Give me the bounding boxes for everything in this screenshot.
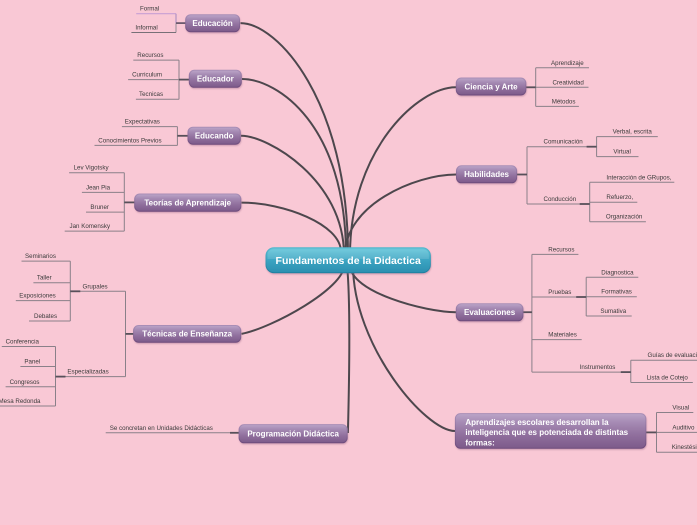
svg-text:Evaluaciones: Evaluaciones	[464, 308, 516, 317]
svg-text:Refuerzo,: Refuerzo,	[606, 194, 633, 201]
svg-text:Debates: Debates	[34, 313, 57, 320]
svg-text:Educador: Educador	[197, 75, 234, 84]
svg-text:Informal: Informal	[135, 25, 157, 32]
svg-text:Programación Didáctica: Programación Didáctica	[247, 430, 339, 439]
svg-text:Grupales: Grupales	[83, 283, 108, 290]
svg-text:Pruebas: Pruebas	[548, 289, 571, 296]
svg-text:Organización: Organización	[606, 214, 643, 221]
svg-text:Jean Pia: Jean Pia	[86, 184, 111, 191]
svg-text:Diagnostica: Diagnostica	[601, 269, 634, 276]
svg-text:Técnicas de Enseñanza: Técnicas de Enseñanza	[142, 330, 232, 339]
svg-text:Panel: Panel	[24, 359, 40, 366]
svg-text:Kinestésico: Kinestésico	[672, 444, 697, 451]
svg-text:Curriculum: Curriculum	[132, 72, 162, 79]
svg-text:Instrumentos: Instrumentos	[580, 364, 616, 371]
svg-text:Especializadas: Especializadas	[67, 369, 108, 376]
svg-text:Aprendizajes escolares desarro: Aprendizajes escolares desarrollan la	[465, 418, 609, 427]
svg-text:Verbal, escrita: Verbal, escrita	[613, 129, 653, 136]
svg-text:Auditivo: Auditivo	[672, 424, 695, 431]
svg-text:Habilidades: Habilidades	[464, 170, 509, 179]
svg-text:Congresos: Congresos	[10, 379, 40, 386]
svg-text:Taller: Taller	[37, 275, 52, 282]
svg-text:Visual: Visual	[672, 405, 689, 412]
svg-text:Lev Vigotsky: Lev Vigotsky	[74, 165, 110, 172]
svg-text:Lista de Cotejo: Lista de Cotejo	[647, 375, 689, 382]
svg-text:Tecnicas: Tecnicas	[139, 91, 163, 98]
svg-text:Creatividad: Creatividad	[553, 79, 585, 86]
svg-text:Formativas: Formativas	[601, 289, 632, 296]
svg-text:Comunicación: Comunicación	[544, 139, 584, 146]
svg-text:Virtual: Virtual	[613, 149, 630, 156]
svg-text:inteligencia que es potenciada: inteligencia que es potenciada de distin…	[465, 428, 628, 437]
svg-text:Conferencia: Conferencia	[6, 339, 40, 346]
svg-text:Mesa Redonda: Mesa Redonda	[0, 398, 41, 405]
svg-text:formas:: formas:	[465, 439, 494, 448]
svg-text:Recursos: Recursos	[548, 246, 574, 253]
svg-text:Sumativa: Sumativa	[600, 308, 626, 315]
svg-text:Materiales: Materiales	[548, 332, 577, 339]
svg-text:Formal: Formal	[140, 6, 159, 13]
svg-text:Expectativas: Expectativas	[125, 119, 160, 126]
svg-text:Educación: Educación	[192, 19, 233, 28]
svg-text:Exposiciones: Exposiciones	[19, 293, 55, 300]
svg-text:Fundamentos de la Didactica: Fundamentos de la Didactica	[276, 255, 421, 267]
svg-text:Conocimientos Previos: Conocimientos Previos	[98, 137, 161, 144]
svg-text:Educando: Educando	[195, 132, 234, 141]
svg-text:Métodos: Métodos	[552, 98, 576, 105]
svg-text:Recursos: Recursos	[137, 52, 163, 59]
svg-text:Ciencia y Arte: Ciencia y Arte	[465, 82, 519, 91]
svg-text:Guías de evaluación: Guías de evaluación	[648, 352, 697, 359]
svg-text:Se concretan en Unidades Didác: Se concretan en Unidades Didácticas	[110, 425, 213, 432]
svg-text:Conducción: Conducción	[544, 196, 577, 203]
svg-text:Jan Komensky: Jan Komensky	[70, 223, 111, 230]
svg-text:Aprendizaje: Aprendizaje	[551, 60, 584, 67]
svg-text:Interacción de GRupos,: Interacción de GRupos,	[606, 174, 671, 181]
svg-text:Teorías de Aprendizaje: Teorías de Aprendizaje	[144, 198, 231, 207]
svg-text:Seminarios: Seminarios	[25, 253, 56, 260]
svg-text:Bruner: Bruner	[90, 204, 109, 211]
